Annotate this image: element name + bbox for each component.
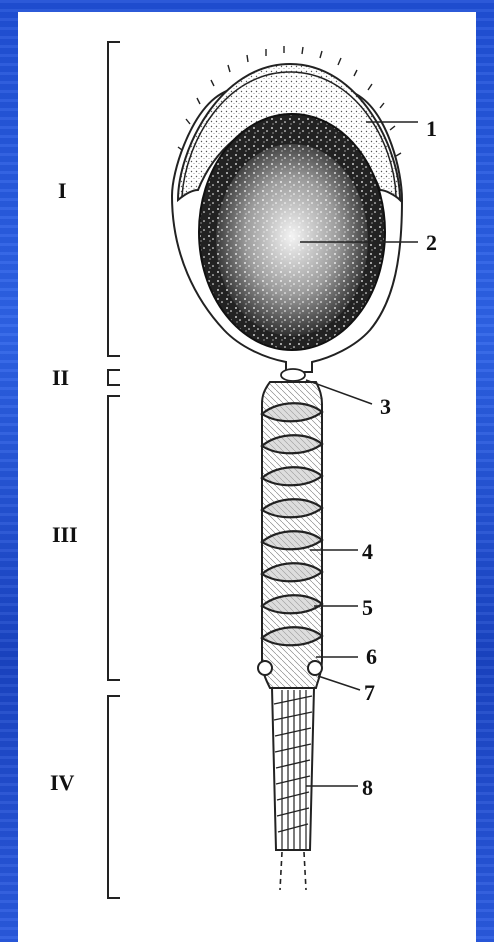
region-label-III: III: [52, 522, 78, 547]
part-label-7: 7: [364, 680, 375, 705]
annulus-right: [308, 661, 322, 675]
principal-piece: [272, 688, 314, 890]
end-piece: [280, 852, 306, 890]
sperm-head: [172, 46, 402, 381]
part-label-4: 4: [362, 539, 373, 564]
part-label-8: 8: [362, 775, 373, 800]
region-brackets: [108, 42, 120, 898]
bracket-II: [108, 370, 120, 385]
part-label-6: 6: [366, 644, 377, 669]
region-label-IV: IV: [50, 770, 75, 795]
part-label-5: 5: [362, 595, 373, 620]
bracket-III: [108, 396, 120, 680]
region-label-I: I: [58, 178, 67, 203]
part-label-1: 1: [426, 116, 437, 141]
region-label-II: II: [52, 365, 69, 390]
middle-piece: [258, 382, 322, 688]
part-label-2: 2: [426, 230, 437, 255]
annulus-left: [258, 661, 272, 675]
nucleus-highlight: [216, 144, 368, 336]
centriole: [281, 369, 305, 381]
part-label-3: 3: [380, 394, 391, 419]
bracket-IV: [108, 696, 120, 898]
bracket-I: [108, 42, 120, 356]
